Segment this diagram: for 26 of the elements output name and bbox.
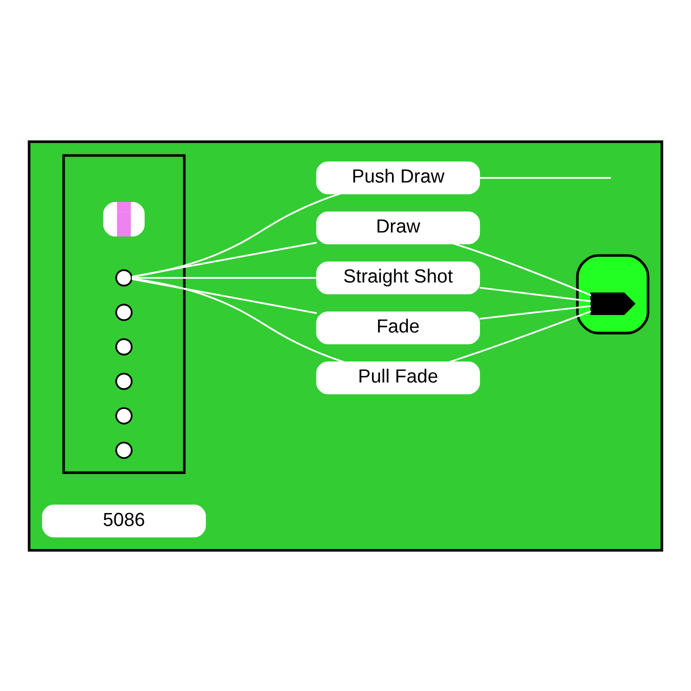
node-circle: [115, 303, 133, 320]
cluster: [576, 254, 650, 334]
cluster: [62, 154, 186, 474]
node-flag: [590, 292, 636, 314]
node-box: Draw: [316, 211, 480, 244]
connector: [480, 176, 611, 178]
connector: [452, 242, 592, 296]
connector: [132, 278, 317, 314]
node-circle: [115, 372, 133, 390]
connector: [448, 310, 592, 363]
node-box: Push Draw: [316, 161, 480, 194]
node-circle: [115, 268, 133, 286]
connector: [132, 241, 317, 278]
connector: [132, 277, 346, 363]
node-box: 5086: [42, 504, 206, 537]
node-circle: [115, 406, 133, 424]
connector: [132, 276, 317, 278]
node-box: Fade: [316, 311, 480, 344]
node-circle: [115, 441, 133, 458]
connector: [132, 192, 341, 278]
connector: [480, 304, 591, 320]
node-box: Straight Shot: [316, 261, 480, 294]
cluster: [28, 140, 664, 552]
node-box: Pull Fade: [316, 361, 480, 394]
connector: [480, 286, 591, 302]
node-circle: [115, 338, 133, 355]
